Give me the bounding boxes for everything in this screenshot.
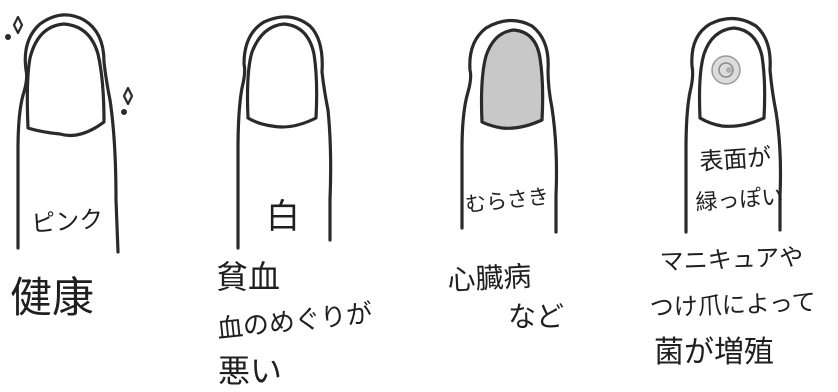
finger-purple: むらさき 心臓病 など: [447, 18, 564, 333]
meaning-green-line3: 菌が増殖: [654, 335, 774, 370]
meaning-white-line1: 貧血: [216, 258, 280, 296]
nail-pink: [25, 22, 106, 138]
finger-outline: [460, 18, 559, 234]
finger-outline: [684, 16, 783, 234]
finger-white: 白 貧血 血のめぐりが 悪い: [216, 15, 374, 390]
fungus-spot-icon: [711, 55, 741, 85]
sparkle-icon: [5, 15, 24, 40]
nail-label-white: 白: [266, 197, 300, 237]
nail-label-green-line2: 緑っぽい: [695, 185, 785, 216]
sparkle-icon: [121, 86, 134, 115]
nail-label-pink: ピンク: [30, 205, 104, 238]
nail-white: [245, 22, 319, 129]
finger-pink: ピンク 健康: [5, 13, 134, 322]
meaning-green-line1: マニキュアや: [659, 243, 803, 276]
finger-outline: [236, 15, 333, 250]
meaning-purple-line1: 心臓病: [447, 260, 533, 297]
finger-outline: [16, 13, 120, 254]
nail-purple: [479, 28, 545, 130]
meaning-purple-line2: など: [508, 300, 564, 333]
meaning-green-line2: つけ爪によって: [649, 288, 816, 322]
nail-label-green-line1: 表面が: [698, 143, 772, 176]
meaning-white-line3: 悪い: [218, 352, 282, 390]
meaning-white-line2: 血のめぐりが: [216, 299, 374, 345]
meaning-pink: 健康: [10, 273, 94, 322]
finger-green: 表面が 緑っぽい マニキュアや つけ爪によって 菌が増殖: [649, 16, 816, 370]
nail-label-purple: むらさき: [464, 184, 550, 217]
